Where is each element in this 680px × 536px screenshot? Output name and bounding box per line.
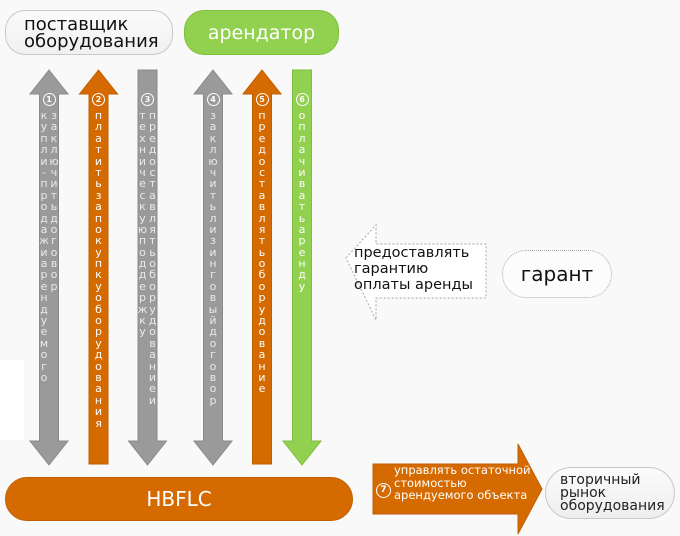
residual-label-line3: арендуемого объекта <box>394 488 528 502</box>
step-6-badge: 6 <box>295 93 309 106</box>
flow-arrow-6 <box>281 69 323 466</box>
flow-arrow-3 <box>127 69 168 466</box>
flow-arrow-2 <box>78 69 119 465</box>
node-equipment-supplier[interactable]: поставщик оборудования <box>5 10 173 55</box>
guarantee-label: предоставлять гарантию оплаты аренды <box>354 245 473 293</box>
secondary-label-line3: оборудования <box>560 497 665 514</box>
step-5-badge: 5 <box>255 93 269 106</box>
flow-arrow-4 <box>192 69 234 466</box>
residual-label-line1: управлять остаточной <box>394 463 531 477</box>
supplier-label-line1: поставщик <box>24 13 129 35</box>
hbflc-label: HBFLC <box>146 487 212 511</box>
guarantee-label-line1: предоставлять <box>354 245 470 261</box>
guarantee-arrow <box>345 223 487 321</box>
residual-value-arrow <box>372 443 543 535</box>
blank-panel <box>0 360 24 440</box>
guarantee-label-line2: гарантию <box>354 261 429 277</box>
step-7-badge: 7 <box>376 483 391 498</box>
flow-arrow-5 <box>241 69 283 465</box>
step-2-badge: 2 <box>92 93 105 106</box>
secondary-label-line2: рынок <box>560 484 607 501</box>
flow-arrow-1 <box>28 69 70 466</box>
guarantor-label: гарант <box>520 262 594 286</box>
node-guarantor[interactable]: гарант <box>502 250 612 298</box>
lessee-label: арендатор <box>207 21 316 44</box>
node-lessee[interactable]: арендатор <box>184 10 339 55</box>
supplier-label-line2: оборудования <box>24 30 159 52</box>
secondary-label-line1: вторичный <box>560 471 641 488</box>
residual-value-label: управлять остаточной стоимостью арендуем… <box>394 464 531 502</box>
guarantee-label-line3: оплаты аренды <box>354 277 473 293</box>
step-1-badge: 1 <box>42 93 56 106</box>
step-3-badge: 3 <box>141 93 154 106</box>
node-secondary-market[interactable]: вторичный рынок оборудования <box>545 467 675 519</box>
residual-label-line2: стоимостью <box>394 475 467 490</box>
node-hbflc[interactable]: HBFLC <box>5 477 353 521</box>
step-4-badge: 4 <box>206 93 220 106</box>
